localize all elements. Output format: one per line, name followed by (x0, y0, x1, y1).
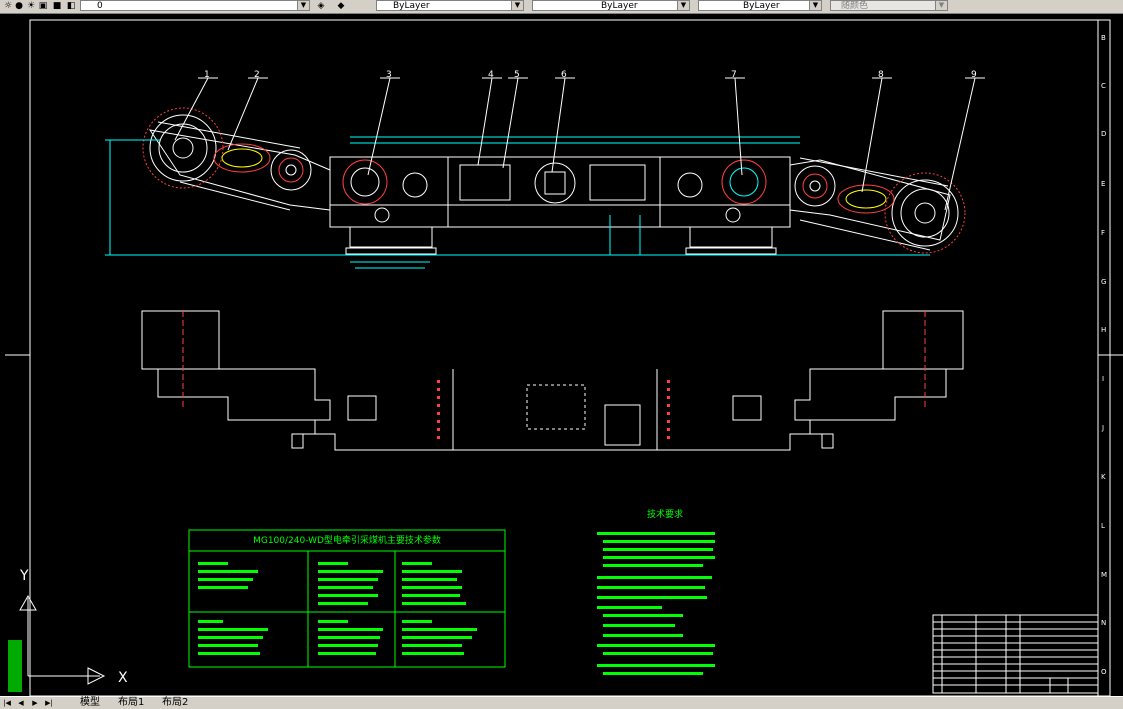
first-tab-icon[interactable]: |◀ (3, 699, 11, 707)
part-leader-lines (174, 77, 985, 211)
ucs-icon (19, 594, 106, 685)
table-title: MG100/240-WD型电牵引采煤机主要技术参数 (253, 534, 441, 546)
linetype-control-dropdown[interactable]: ByLayer ▼ (532, 0, 690, 11)
part-number-7: 7 (731, 70, 737, 80)
right-drum (891, 179, 959, 247)
right-skid (689, 226, 773, 248)
zone-letter-h: H (1101, 326, 1106, 334)
last-tab-icon[interactable]: ▶| (45, 699, 53, 707)
chevron-down-icon[interactable]: ▼ (511, 1, 523, 10)
lineweight-control-value: ByLayer (743, 1, 780, 11)
viewcube-strip[interactable] (8, 640, 22, 692)
zone-letter-i: I (1102, 375, 1104, 383)
next-tab-icon[interactable]: ▶ (32, 699, 38, 707)
make-current-layer-icon[interactable]: ◈ (317, 1, 325, 11)
layout-tabs-bar: |◀ ◀ ▶ ▶| 模型 布局1 布局2 (0, 696, 1123, 709)
layer-previous-icon[interactable]: ◆ (337, 1, 345, 11)
parameter-table (188, 529, 506, 668)
left-motor (342, 159, 388, 205)
zone-strip (1097, 19, 1111, 696)
lineweight-control-dropdown[interactable]: ByLayer ▼ (698, 0, 822, 11)
part-number-4: 4 (488, 70, 494, 80)
chevron-down-icon[interactable]: ▼ (809, 1, 821, 10)
right-drum-outer (884, 172, 966, 254)
zone-letter-n: N (1101, 619, 1106, 627)
notes-title: 技术要求 (647, 508, 683, 520)
zone-letter-b: B (1101, 34, 1106, 42)
drawing-frame-border (29, 19, 1099, 696)
zone-letter-j: J (1101, 424, 1104, 432)
zone-letter-d: D (1101, 130, 1106, 138)
part-number-8: 8 (878, 70, 884, 80)
table-text-lines (198, 562, 477, 655)
chevron-down-icon[interactable]: ▼ (935, 1, 947, 10)
layer-state-icon[interactable]: ☼ (3, 1, 13, 11)
electric-control-box (534, 162, 576, 204)
zone-letter-o: O (1101, 668, 1107, 676)
zone-letter-e: E (1101, 180, 1105, 188)
zone-letter-m: M (1101, 571, 1107, 579)
zone-letter-g: G (1101, 278, 1106, 286)
left-skid (349, 226, 433, 248)
part-number-1: 1 (204, 70, 210, 80)
dimension-lines (105, 136, 930, 269)
ucs-x-label: X (118, 670, 128, 686)
right-ranging-arm (789, 157, 951, 251)
lightbulb-icon[interactable]: ● (15, 1, 23, 11)
plot-style-value: 随颜色 (841, 1, 869, 11)
properties-toolbar: ☼ ● ☀ ▣ ■ ◧ 0 ▼ ◈ ◆ ByLayer ▼ ByLayer ▼ … (0, 0, 1123, 14)
left-arm-slot (213, 143, 271, 173)
shearer-body (329, 156, 791, 228)
zone-letters: B C D E F G H I J K L M N O (1101, 34, 1107, 676)
cad-drawing: 1 2 3 4 5 6 7 8 9 B C D E F G H I J K L … (5, 19, 1123, 696)
color-swatch-icon[interactable]: ■ (52, 1, 62, 11)
technical-notes-lines (597, 532, 715, 675)
zone-letter-f: F (1101, 229, 1105, 237)
left-arm-gear (270, 149, 312, 191)
part-number-6: 6 (561, 70, 567, 80)
zone-letter-c: C (1101, 82, 1106, 90)
layer-dropdown-value: 0 (97, 1, 103, 11)
plan-view-outline (141, 310, 964, 451)
right-motor (721, 159, 767, 205)
plot-style-dropdown[interactable]: 随颜色 ▼ (830, 0, 948, 11)
tab-layout1[interactable]: 布局1 (118, 697, 145, 708)
tab-model[interactable]: 模型 (80, 697, 100, 708)
layer-dropdown[interactable]: 0 ▼ (80, 0, 310, 11)
color-control-dropdown[interactable]: ByLayer ▼ (376, 0, 524, 11)
part-number-9: 9 (971, 70, 977, 80)
plot-icon[interactable]: ◧ (66, 1, 76, 11)
part-number-3: 3 (386, 70, 392, 80)
right-arm-slot (837, 184, 895, 214)
prev-tab-icon[interactable]: ◀ (18, 699, 24, 707)
right-arm-gear (794, 165, 836, 207)
zone-letter-k: K (1101, 473, 1106, 481)
color-control-value: ByLayer (393, 1, 430, 11)
lock-icon[interactable]: ▣ (38, 1, 48, 11)
sun-icon[interactable]: ☀ (26, 1, 36, 11)
zone-letter-l: L (1101, 522, 1105, 530)
ucs-y-label: Y (19, 568, 29, 584)
part-number-2: 2 (254, 70, 260, 80)
chevron-down-icon[interactable]: ▼ (677, 1, 689, 10)
part-numbers: 1 2 3 4 5 6 7 8 9 (204, 70, 977, 80)
title-block (932, 614, 1099, 694)
bolt-holes (437, 380, 670, 439)
left-drum (149, 114, 217, 182)
part-number-5: 5 (514, 70, 520, 80)
model-space-canvas[interactable]: 1 2 3 4 5 6 7 8 9 B C D E F G H I J K L … (0, 14, 1123, 696)
chevron-down-icon[interactable]: ▼ (297, 1, 309, 10)
tab-layout2[interactable]: 布局2 (162, 697, 189, 708)
linetype-control-value: ByLayer (601, 1, 638, 11)
